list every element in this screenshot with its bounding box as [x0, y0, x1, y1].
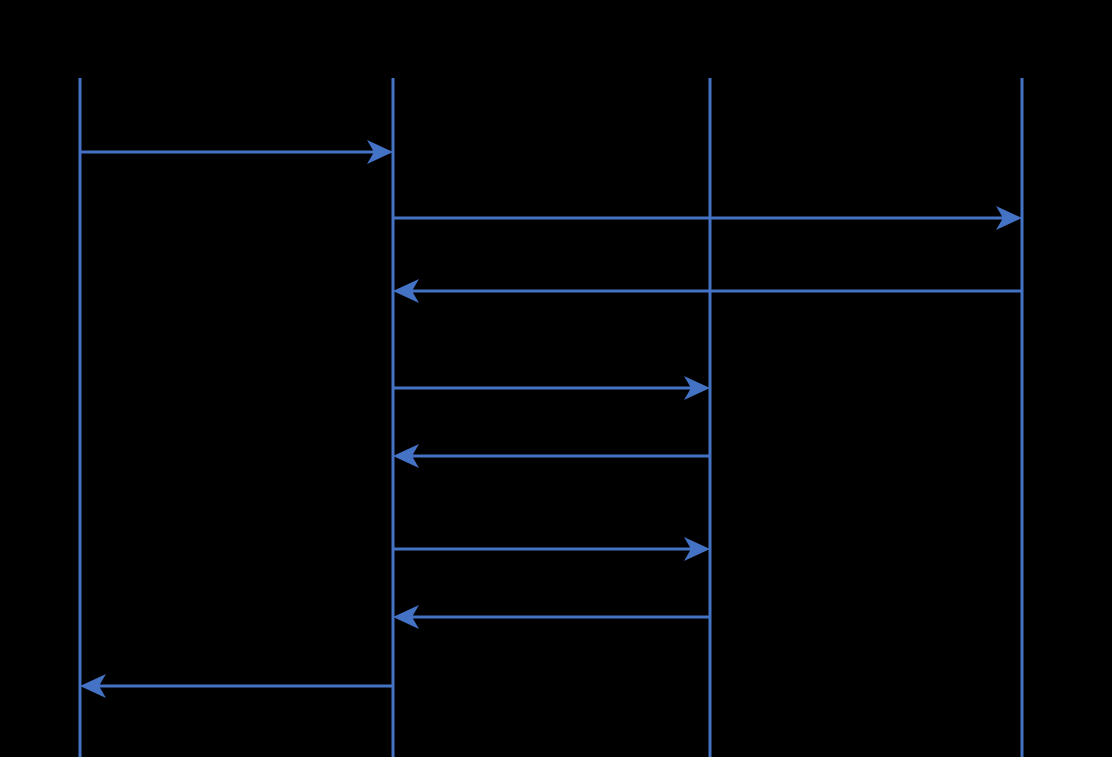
arrowhead-icon: [393, 605, 419, 629]
arrowhead-icon: [684, 376, 710, 400]
message-3-arrow-left: [393, 279, 1022, 303]
arrowhead-icon: [684, 537, 710, 561]
message-1-arrow-right: [80, 140, 393, 164]
message-8-arrow-left: [80, 674, 393, 698]
message-7-arrow-left: [393, 605, 710, 629]
arrowhead-icon: [996, 206, 1022, 230]
arrowhead-icon: [80, 674, 106, 698]
arrowhead-icon: [393, 444, 419, 468]
message-2-arrow-right: [393, 206, 1022, 230]
message-6-arrow-right: [393, 537, 710, 561]
arrowhead-icon: [367, 140, 393, 164]
message-4-arrow-right: [393, 376, 710, 400]
message-5-arrow-left: [393, 444, 710, 468]
arrowhead-icon: [393, 279, 419, 303]
